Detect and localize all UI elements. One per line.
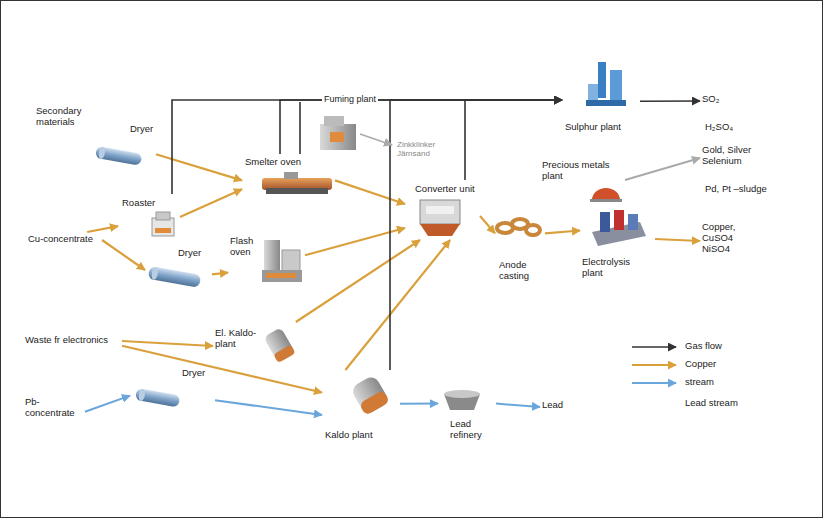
node-text: Dryer bbox=[130, 124, 153, 135]
lead-stream-arrow bbox=[400, 403, 438, 405]
dryer-unit: Dryer bbox=[94, 122, 156, 168]
node-text: SO₂ bbox=[702, 94, 719, 105]
electrolysis-plant: Electrolysis plant bbox=[580, 205, 655, 290]
smelter-oven-icon bbox=[262, 172, 332, 194]
product-label: H₂SO₄ bbox=[705, 122, 733, 133]
legend-sample bbox=[632, 346, 676, 348]
copper-stream-arrow bbox=[345, 240, 450, 370]
copper-stream-arrow bbox=[87, 226, 118, 232]
copper-stream-arrow bbox=[335, 180, 405, 204]
lead-stream-arrow bbox=[85, 396, 130, 412]
copper-stream-arrow bbox=[180, 189, 242, 217]
node-text: Dryer bbox=[182, 368, 205, 379]
node-text: Roaster bbox=[122, 198, 155, 209]
lead-refinery-icon bbox=[444, 390, 480, 410]
legend-sample bbox=[632, 364, 676, 366]
roaster-icon bbox=[152, 212, 174, 236]
node-text: El. Kaldo-plant bbox=[215, 328, 265, 350]
electrolysis-icon bbox=[592, 210, 646, 246]
dryer-unit: Dryer bbox=[130, 368, 215, 414]
legend-text: Gas flow bbox=[685, 341, 722, 352]
node-text: Lead bbox=[542, 400, 563, 411]
node-text: Pb-concentrate bbox=[25, 397, 81, 419]
gas-flow-arrow bbox=[390, 100, 562, 370]
kaldo-icon bbox=[350, 374, 390, 416]
legend-text: stream bbox=[685, 377, 714, 388]
roaster-unit: Roaster bbox=[118, 194, 180, 240]
sulphur-plant: Sulphur plant bbox=[562, 60, 640, 135]
node-text: Secondary materials bbox=[36, 106, 88, 128]
legend-text: Copper bbox=[685, 359, 716, 370]
copper-stream-arrow bbox=[122, 341, 213, 346]
product-label: Pd, Pt –sludge bbox=[705, 184, 767, 195]
kaldo-plant: Kaldo plant bbox=[322, 370, 400, 445]
kaldo-plant: El. Kaldo-plant bbox=[213, 322, 305, 370]
feed-label: Cu-concentrate bbox=[28, 232, 102, 248]
feed-label: Secondary materials bbox=[36, 106, 92, 134]
node-text: Lead refinery bbox=[450, 419, 494, 441]
precious-metals-icon bbox=[590, 188, 622, 202]
converter-icon bbox=[420, 200, 460, 236]
node-text: Cu-concentrate bbox=[28, 234, 93, 245]
dryer-unit: Dryer bbox=[145, 248, 212, 292]
smelter-oven: Smelter oven bbox=[242, 154, 335, 198]
node-text: Gold, Silver Selenium bbox=[702, 145, 772, 167]
anode-casting-icon bbox=[497, 219, 540, 235]
product-label: Lead bbox=[540, 399, 566, 415]
copper-stream-arrow bbox=[480, 216, 495, 233]
converter-unit: Converter unit bbox=[405, 180, 480, 240]
lead-stream-arrow bbox=[496, 404, 540, 407]
lead-stream-arrow bbox=[215, 400, 322, 415]
copper-stream-arrow bbox=[296, 240, 420, 322]
feed-label: Pb-concentrate bbox=[25, 395, 85, 423]
residue-arrow bbox=[360, 134, 392, 145]
node-text: Flash oven bbox=[230, 236, 260, 258]
copper-stream-arrow bbox=[655, 239, 700, 241]
copper-stream-arrow bbox=[545, 231, 580, 234]
gas-flow-arrow bbox=[172, 100, 562, 194]
gas-line bbox=[299, 102, 301, 154]
node-text: Electrolysis plant bbox=[582, 257, 642, 279]
node-text: Precious metals plant bbox=[542, 160, 622, 182]
node-text: Smelter oven bbox=[245, 157, 301, 168]
flash-oven-icon bbox=[262, 240, 302, 282]
fuming-plant-icon bbox=[320, 116, 356, 150]
el-kaldo-icon bbox=[263, 327, 295, 363]
sulphur-plant-icon bbox=[586, 62, 626, 106]
anode-casting: Anode casting bbox=[495, 210, 545, 288]
node-text: Copper, CuSO4 NiSO4 bbox=[702, 222, 747, 255]
dryer-icon bbox=[95, 146, 142, 166]
node-text: Sulphur plant bbox=[565, 122, 621, 133]
node-text: Dryer bbox=[178, 248, 201, 259]
residue-label: Zinkklinker Järnsand bbox=[397, 140, 445, 158]
legend-text: Lead stream bbox=[685, 398, 738, 409]
product-label: Gold, Silver Selenium bbox=[700, 143, 790, 173]
node-text: Waste fr electronics bbox=[25, 335, 108, 346]
lead-refinery: Lead refinery bbox=[438, 385, 496, 447]
copper-stream-arrow bbox=[102, 240, 145, 270]
copper-stream-arrow bbox=[156, 154, 242, 180]
product-label: Copper, CuSO4 NiSO4 bbox=[700, 220, 770, 262]
node-text: Kaldo plant bbox=[325, 430, 373, 441]
flash-oven: Flash oven bbox=[228, 232, 305, 290]
product-label: SO₂ bbox=[700, 93, 730, 109]
dryer-icon bbox=[148, 266, 201, 288]
legend-sample bbox=[632, 382, 676, 384]
copper-stream-arrow bbox=[212, 273, 228, 275]
precious-metals-plant: Precious metals plant bbox=[540, 158, 625, 202]
dryer-icon bbox=[135, 388, 180, 407]
node-text: Converter unit bbox=[415, 184, 475, 195]
feed-label: Waste fr electronics bbox=[25, 333, 122, 349]
gas-flow-arrow bbox=[640, 100, 700, 102]
gas-header-label: Fuming plant bbox=[322, 94, 378, 104]
node-text: Anode casting bbox=[499, 260, 543, 282]
residue-arrow bbox=[625, 158, 700, 180]
